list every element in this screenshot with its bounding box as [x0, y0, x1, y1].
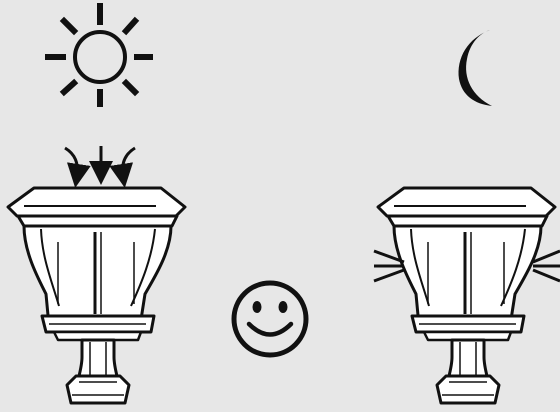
- moon-icon: [458, 30, 492, 106]
- sunlight-arrows-icon: [64, 146, 136, 188]
- solar-post-lamp-day: [6, 186, 187, 405]
- sun-icon: [45, 3, 153, 107]
- light-rays-icon: [373, 249, 560, 283]
- solar-post-lamp-night: [376, 186, 557, 405]
- smiley-face-icon: [231, 280, 309, 358]
